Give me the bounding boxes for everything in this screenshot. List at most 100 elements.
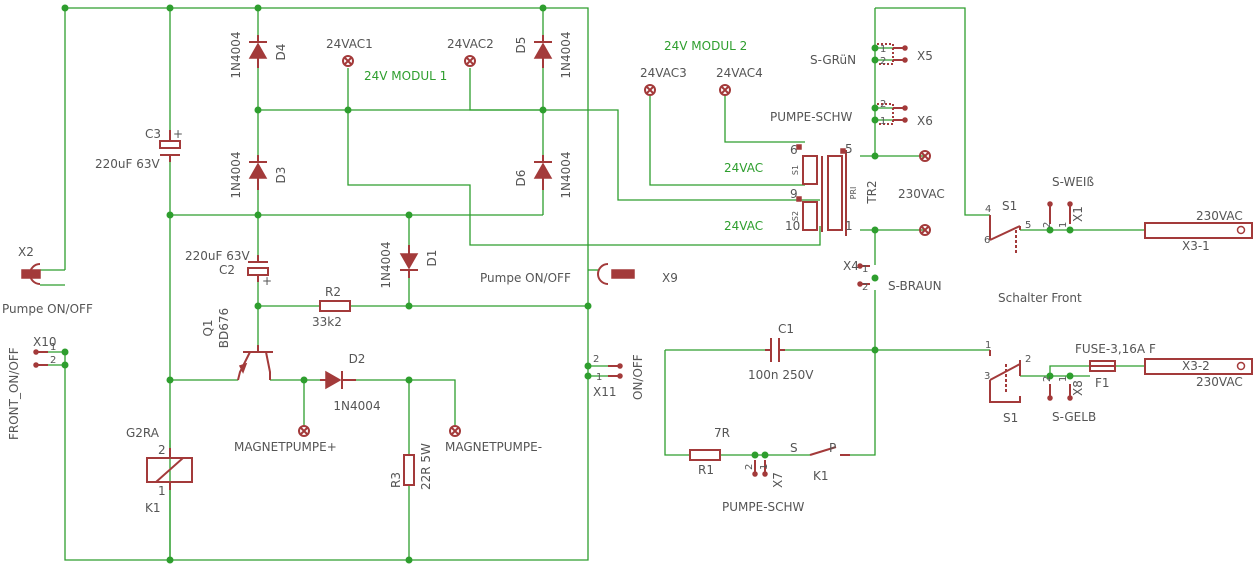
tr2-s2: S2 <box>791 211 800 221</box>
c2-name: C2 <box>219 263 235 277</box>
wires <box>40 7 1145 561</box>
x11-value: ON/OFF <box>631 354 645 400</box>
d5-name: D5 <box>514 37 528 54</box>
diode-d5: D5 1N4004 <box>514 31 573 78</box>
d4-value: 1N4004 <box>229 31 243 78</box>
d6-value: 1N4004 <box>559 151 573 198</box>
testpoint-24vac1: 24VAC1 <box>326 37 373 67</box>
x10-name: X10 <box>33 335 57 349</box>
sec2-label: 24VAC <box>724 219 763 233</box>
x8-name: X8 <box>1071 380 1085 396</box>
diode-d6: D6 1N4004 <box>514 151 573 198</box>
k1s-s: S <box>790 441 798 455</box>
k1s-name: K1 <box>813 469 829 483</box>
relay-k1-coil: G2RA 2 1 K1 <box>126 426 193 515</box>
d5-value: 1N4004 <box>559 31 573 78</box>
x10-pin1: 1 <box>50 342 56 353</box>
x7-pin2: 2 <box>744 464 755 470</box>
c1-value: 100n 250V <box>748 368 814 382</box>
testpoint-24vac4: 24VAC4 <box>716 66 763 96</box>
s1-value: Schalter Front <box>998 291 1082 305</box>
d2-value: 1N4004 <box>333 399 380 413</box>
x5-pin2: 2 <box>880 56 886 67</box>
x4-pin2: 2 <box>862 282 868 293</box>
diode-d4: D4 1N4004 <box>229 31 288 78</box>
d4-name: D4 <box>274 44 288 61</box>
connector-x4: X4 1 2 S-BRAUN <box>843 259 942 293</box>
testpoint-pri-1 <box>919 224 931 236</box>
x10-value: FRONT_ON/OFF <box>7 347 21 440</box>
d1-value: 1N4004 <box>379 241 393 288</box>
tp-24vac2: 24VAC2 <box>447 37 494 51</box>
d1-name: D1 <box>425 250 439 267</box>
tr2-s1: S1 <box>791 165 800 175</box>
q1-value: BD676 <box>217 308 231 348</box>
x1-value: S-WEIß <box>1052 175 1094 189</box>
capacitor-c1: C1 100n 250V <box>748 322 814 382</box>
x4-name: X4 <box>843 259 859 273</box>
diode-d1: D1 1N4004 <box>379 241 439 288</box>
terminal-x3-1: 230VAC X3-1 <box>1144 209 1253 253</box>
k1-pin2: 2 <box>158 443 166 457</box>
r3-value: 22R 5W <box>419 443 433 490</box>
c3-name: C3 <box>145 127 161 141</box>
r3-name: R3 <box>389 472 403 488</box>
x11-pin2: 2 <box>593 354 599 365</box>
junctions <box>61 4 1074 564</box>
x5-value: S-GRüN <box>810 53 856 67</box>
connector-x8: 2 1 X8 S-GELB <box>1042 376 1096 424</box>
f1-value: FUSE-3,16A F <box>1075 342 1156 356</box>
sec1-label: 24VAC <box>724 161 763 175</box>
tp-mag-plus: MAGNETPUMPE+ <box>234 440 337 454</box>
mod2-label: 24V MODUL 2 <box>664 39 747 53</box>
tp-24vac4: 24VAC4 <box>716 66 763 80</box>
testpoint-magnetpumpe-minus: MAGNETPUMPE- <box>445 425 542 454</box>
capacitor-c2: + 220uF 63V C2 <box>185 249 272 288</box>
x2-value: Pumpe ON/OFF <box>2 302 93 316</box>
diode-d3: D3 1N4004 <box>229 151 288 198</box>
x31-name: X3-1 <box>1182 239 1210 253</box>
resistor-r2: R2 33k2 <box>312 285 351 329</box>
testpoint-pri-5 <box>919 150 931 162</box>
x6-name: X6 <box>917 114 933 128</box>
tr2-p1: 1 <box>845 219 853 233</box>
testpoint-magnetpumpe-plus: MAGNETPUMPE+ <box>234 425 337 454</box>
x10-pin2: 2 <box>50 355 56 366</box>
x4-pin1: 1 <box>862 264 868 275</box>
tr2-p6: 6 <box>790 143 798 157</box>
s1b-pin1: 1 <box>985 340 991 351</box>
r1-value: 7R <box>714 426 730 440</box>
x31-value: 230VAC <box>1196 209 1243 223</box>
s1a-pin4: 4 <box>985 204 991 215</box>
s1b-pin3: 3 <box>984 371 990 382</box>
d3-name: D3 <box>274 167 288 184</box>
k1s-p: P <box>829 441 836 455</box>
tp-24vac3: 24VAC3 <box>640 66 687 80</box>
f1-name: F1 <box>1095 376 1110 390</box>
testpoint-24vac2: 24VAC2 <box>447 37 494 67</box>
x6-pin2: 2 <box>880 99 886 110</box>
x8-pin1: 1 <box>1058 376 1069 382</box>
tr2-pri: PRI <box>849 187 858 200</box>
x9-value: Pumpe ON/OFF <box>480 271 571 285</box>
testpoint-24vac3: 24VAC3 <box>640 66 687 96</box>
x7-value: PUMPE-SCHW <box>722 500 805 514</box>
x11-pin1: 1 <box>596 372 602 383</box>
relay-k1-contact: S P K1 <box>790 441 850 483</box>
q1-name: Q1 <box>201 319 215 336</box>
c3-value: 220uF 63V <box>95 157 160 171</box>
r2-name: R2 <box>325 285 341 299</box>
tr2-p10: 10 <box>785 219 800 233</box>
tr2-p5: 5 <box>845 142 853 156</box>
s1a-pin5: 5 <box>1025 220 1031 231</box>
r2-value: 33k2 <box>312 315 342 329</box>
fuse-f1: FUSE-3,16A F F1 <box>1075 342 1156 390</box>
tp-24vac1: 24VAC1 <box>326 37 373 51</box>
testpoints: 24VAC1 24VAC2 24VAC3 24VAC4 MAGNETPUMPE+… <box>234 37 931 454</box>
switch-s1-upper: 4 6 5 S1 Schalter Front <box>984 199 1082 305</box>
resistor-r3: R3 22R 5W <box>389 443 433 490</box>
d3-value: 1N4004 <box>229 151 243 198</box>
terminal-x3-2: X3-2 230VAC <box>1144 358 1253 389</box>
k1-name: K1 <box>145 501 161 515</box>
